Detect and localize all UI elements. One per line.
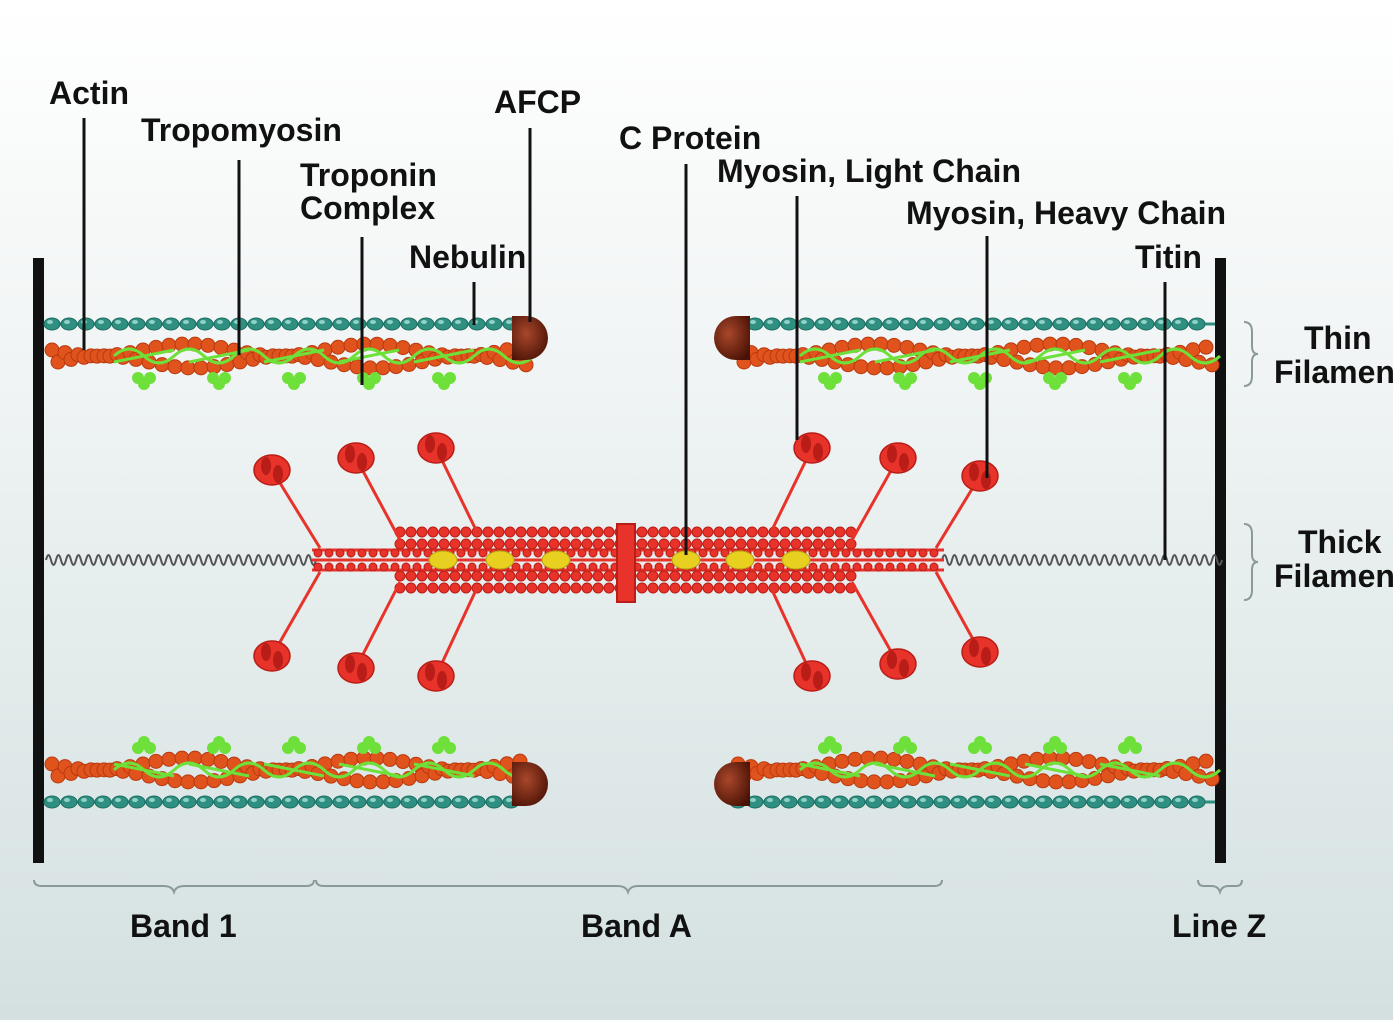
z-line-right [1215, 258, 1226, 863]
myosin-head-left-4 [253, 640, 291, 672]
thick-filament [45, 432, 1223, 692]
label-line-z: Line Z [1172, 908, 1266, 944]
thin-filament-brace [1243, 321, 1259, 387]
label-complex: Complex [300, 190, 435, 226]
c-protein [541, 550, 571, 570]
titin-spring-left [45, 554, 317, 566]
thin-filament-top-right [714, 316, 1222, 390]
troponin-complex [413, 736, 475, 778]
thin-filament-top-left [43, 316, 548, 390]
nebulin-strand [43, 317, 532, 331]
myosin-head-left-5 [337, 652, 375, 684]
nebulin-strand [43, 795, 532, 809]
label-myosin-heavy-chain: Myosin, Heavy Chain [906, 195, 1226, 231]
leader-lines [82, 118, 1167, 560]
bandA-brace [315, 879, 943, 896]
afcp-cap [512, 762, 548, 806]
afcp-cap [714, 316, 750, 360]
c-protein-group [428, 550, 811, 570]
troponin-complex [113, 348, 175, 390]
z-line-left [33, 258, 44, 863]
label-thick-filament: Filament [1274, 558, 1393, 594]
troponin-complex [799, 736, 861, 778]
label-band-a: Band A [581, 908, 692, 944]
troponin-complex [1099, 348, 1161, 390]
thin-filaments [43, 316, 1222, 809]
thick-filament-brace [1243, 523, 1259, 601]
label-afcp: AFCP [494, 84, 581, 120]
c-protein [725, 550, 755, 570]
myosin-head-left-6 [417, 660, 455, 692]
troponin-complex [1099, 736, 1161, 778]
troponin-complex [188, 736, 250, 778]
troponin-complex [413, 348, 475, 390]
myosin-head-left-3 [417, 432, 455, 464]
troponin-complex [263, 736, 325, 778]
troponin-complex [263, 348, 325, 390]
myosin-head-right-5 [879, 648, 917, 680]
label-band-1: Band 1 [130, 908, 237, 944]
label-thin: Thin [1304, 320, 1372, 356]
label-myosin-light-chain: Myosin, Light Chain [717, 153, 1021, 189]
myosin-head-right-4 [793, 660, 831, 692]
troponin-complex [1024, 348, 1086, 390]
myosin-head-right-1 [793, 432, 831, 464]
c-protein [428, 550, 458, 570]
lineZ-brace [1197, 879, 1243, 896]
label-troponin: Troponin [300, 157, 437, 193]
thin-filament-bottom-right [714, 736, 1222, 809]
tropomyosin-strand [112, 736, 536, 779]
titin-spring-right [941, 554, 1223, 566]
myosin-head-left-1 [253, 454, 291, 486]
troponin-complex [1024, 736, 1086, 778]
m-line [616, 523, 636, 603]
label-thick: Thick [1298, 524, 1382, 560]
troponin-complex [949, 348, 1011, 390]
troponin-complex [874, 736, 936, 778]
troponin-complex [949, 736, 1011, 778]
troponin-complex [338, 736, 400, 778]
c-protein [781, 550, 811, 570]
troponin-complex [799, 348, 861, 390]
troponin-complex [113, 736, 175, 778]
label-c-protein: C Protein [619, 120, 761, 156]
nebulin-strand [729, 317, 1215, 331]
afcp-cap [512, 316, 548, 360]
myosin-head-right-2 [879, 442, 917, 474]
tropomyosin-strand [798, 347, 1222, 390]
labels: Actin Tropomyosin Troponin Complex Nebul… [49, 75, 1393, 944]
band1-brace [33, 879, 315, 896]
myosin-head-right-3 [961, 460, 999, 492]
label-thin-filament: Filament [1274, 354, 1393, 390]
troponin-complex [338, 348, 400, 390]
thin-filament-bottom-left [43, 736, 548, 809]
nebulin-strand [729, 795, 1215, 809]
label-titin: Titin [1135, 239, 1202, 275]
myosin-head-right-6 [961, 636, 999, 668]
afcp-cap [714, 762, 750, 806]
label-nebulin: Nebulin [409, 239, 526, 275]
actin-strand [730, 750, 1220, 790]
label-actin: Actin [49, 75, 129, 111]
myosin-head-left-2 [337, 442, 375, 474]
tropomyosin-strand [798, 736, 1222, 779]
label-tropomyosin: Tropomyosin [141, 112, 342, 148]
c-protein [485, 550, 515, 570]
troponin-complex [874, 348, 936, 390]
